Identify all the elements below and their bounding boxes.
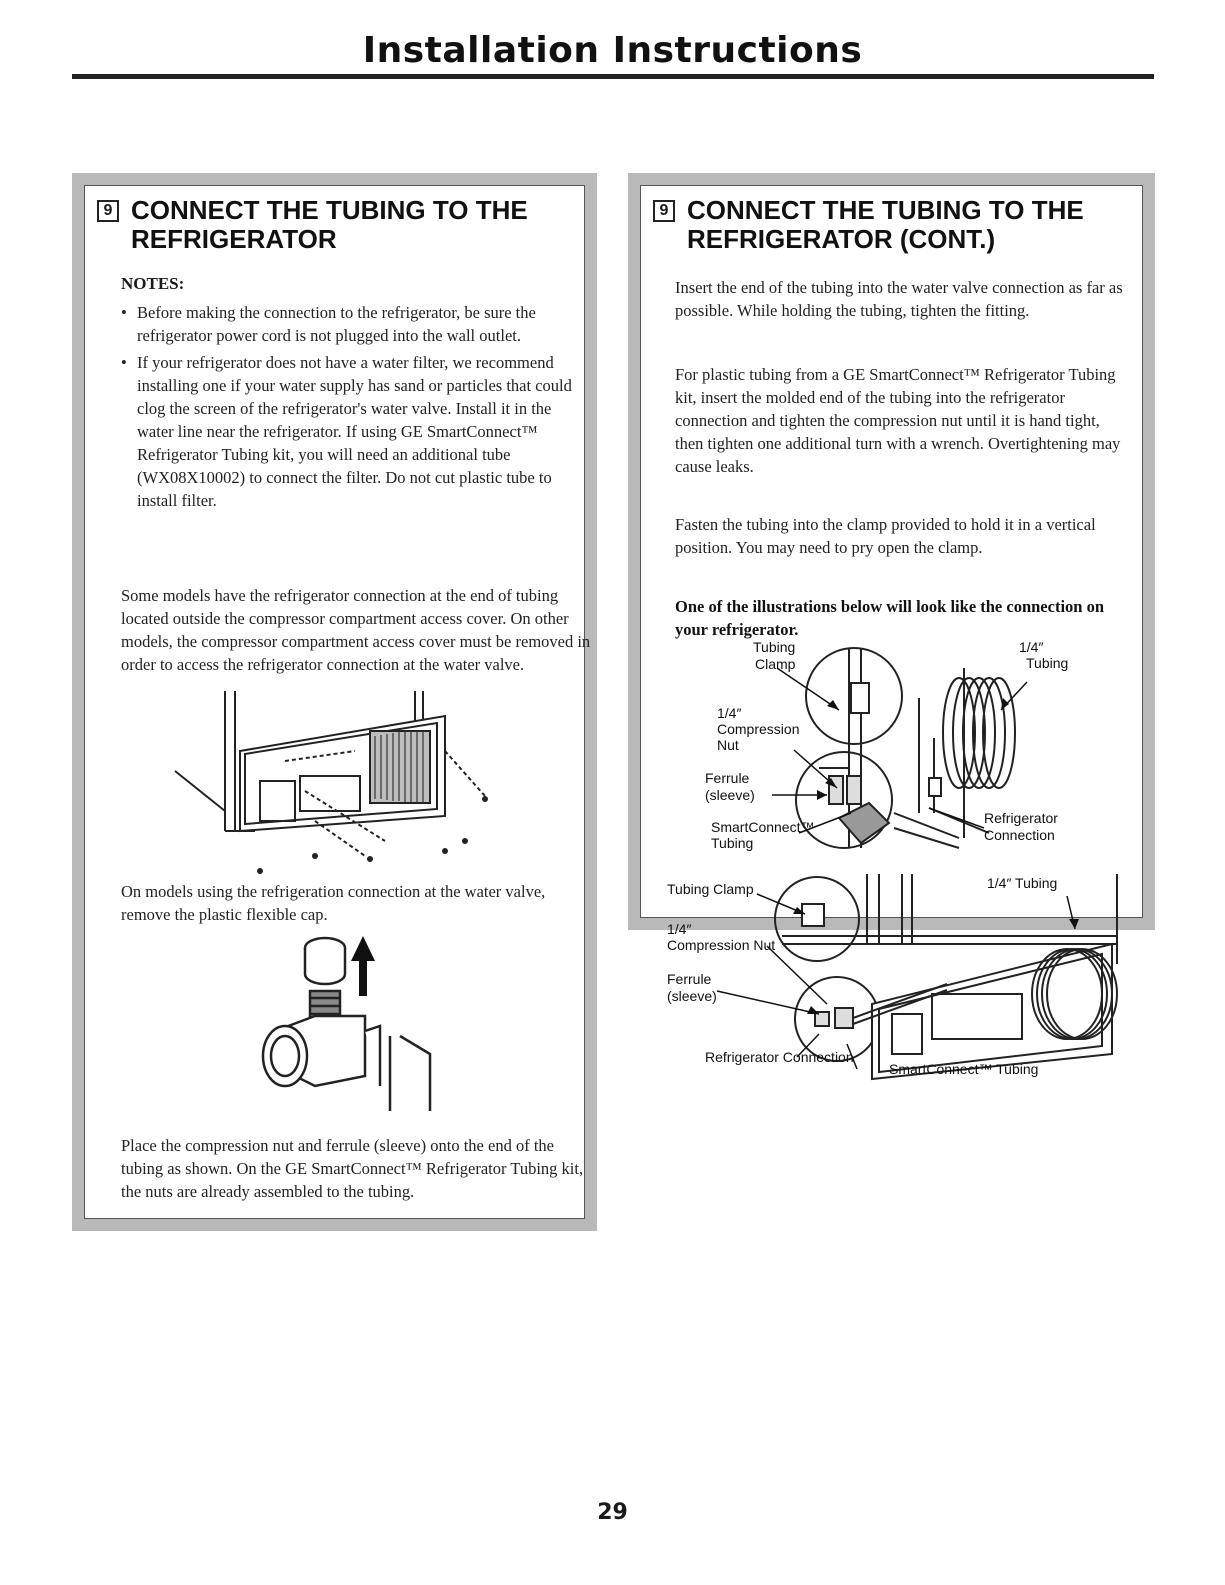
- left-instruction-panel: 9 CONNECT THE TUBING TO THE REFRIGERATOR…: [72, 173, 597, 1231]
- label-tubing-clamp: Tubing Clamp: [667, 881, 754, 897]
- right-panel-frame: 9 CONNECT THE TUBING TO THE REFRIGERATOR…: [640, 185, 1143, 1081]
- title-rule: [72, 74, 1154, 79]
- fasten-paragraph: Fasten the tubing into the clamp provide…: [675, 515, 1096, 557]
- label-smartconnect-line2: Tubing: [711, 835, 753, 851]
- notes-list: Before making the connection to the refr…: [121, 301, 581, 516]
- label-fridge-connection: Refrigerator Connection: [705, 1049, 854, 1065]
- label-ferrule-line1: Ferrule: [667, 971, 712, 987]
- step-number-badge: 9: [653, 200, 675, 222]
- label-tubing-clamp-line1: Tubing: [753, 639, 795, 655]
- page-title: Installation Instructions: [362, 30, 863, 71]
- label-compression-line1: 1/4″: [717, 705, 741, 721]
- label-quarter-tubing: 1/4″ Tubing: [987, 875, 1057, 891]
- label-ferrule-line1: Ferrule: [705, 770, 750, 786]
- illustrations-note: One of the illustrations below will look…: [675, 597, 1105, 639]
- label-compression-line2: Compression Nut: [667, 937, 775, 953]
- valve-connection-diagram-2: Tubing Clamp 1/4″ Tubing 1/4″Compression N…: [667, 874, 1118, 1081]
- left-panel-frame: 9 CONNECT THE TUBING TO THE REFRIGERATOR…: [84, 185, 590, 1219]
- label-ferrule-line2: (sleeve): [667, 988, 717, 1004]
- notes-label: NOTES:: [121, 274, 185, 293]
- right-instruction-panel: 9 CONNECT THE TUBING TO THE REFRIGERATOR…: [628, 173, 1155, 1081]
- compressor-cover-illustration: [174, 691, 488, 874]
- divider-placeholder: [640, 870, 1140, 871]
- label-quarter-tubing-line1: 1/4″: [1019, 639, 1043, 655]
- note-item: Before making the connection to the refr…: [121, 301, 581, 347]
- water-valve-cap-illustration: [261, 936, 432, 1111]
- left-panel-heading: CONNECT THE TUBING TO THE REFRIGERATOR: [131, 195, 528, 254]
- valve-connection-diagram-1: Tubing Clamp 1/4″ Tubing 1/4″ Compressio…: [705, 639, 1068, 851]
- note-item: If your refrigerator does not have a wat…: [121, 351, 581, 512]
- label-compression-line1: 1/4″: [667, 921, 691, 937]
- label-quarter-tubing-line2: Tubing: [1026, 655, 1068, 671]
- cap-paragraph: On models using the refrigeration connec…: [121, 882, 546, 924]
- label-smartconnect-line1: SmartConnect™: [711, 819, 814, 835]
- label-ferrule-line2: (sleeve): [705, 787, 755, 803]
- compression-nut-paragraph: Place the compression nut and ferrule (s…: [121, 1136, 584, 1201]
- insert-paragraph: Insert the end of the tubing into the wa…: [675, 278, 1123, 320]
- label-smartconnect-tubing: SmartConnect™ Tubing: [889, 1061, 1038, 1077]
- right-panel-heading: CONNECT THE TUBING TO THE REFRIGERATOR (…: [687, 195, 1084, 254]
- label-fridge-connection-line2: Connection: [984, 827, 1055, 843]
- label-compression-line2: Compression: [717, 721, 799, 737]
- label-tubing-clamp-line2: Clamp: [755, 656, 796, 672]
- page-number: 29: [597, 1500, 628, 1525]
- plastic-tubing-paragraph: For plastic tubing from a GE SmartConnec…: [675, 365, 1121, 476]
- label-fridge-connection-line1: Refrigerator: [984, 810, 1058, 826]
- models-paragraph: Some models have the refrigerator connec…: [121, 586, 591, 674]
- label-compression-line3: Nut: [717, 737, 739, 753]
- step-number-badge: 9: [97, 200, 119, 222]
